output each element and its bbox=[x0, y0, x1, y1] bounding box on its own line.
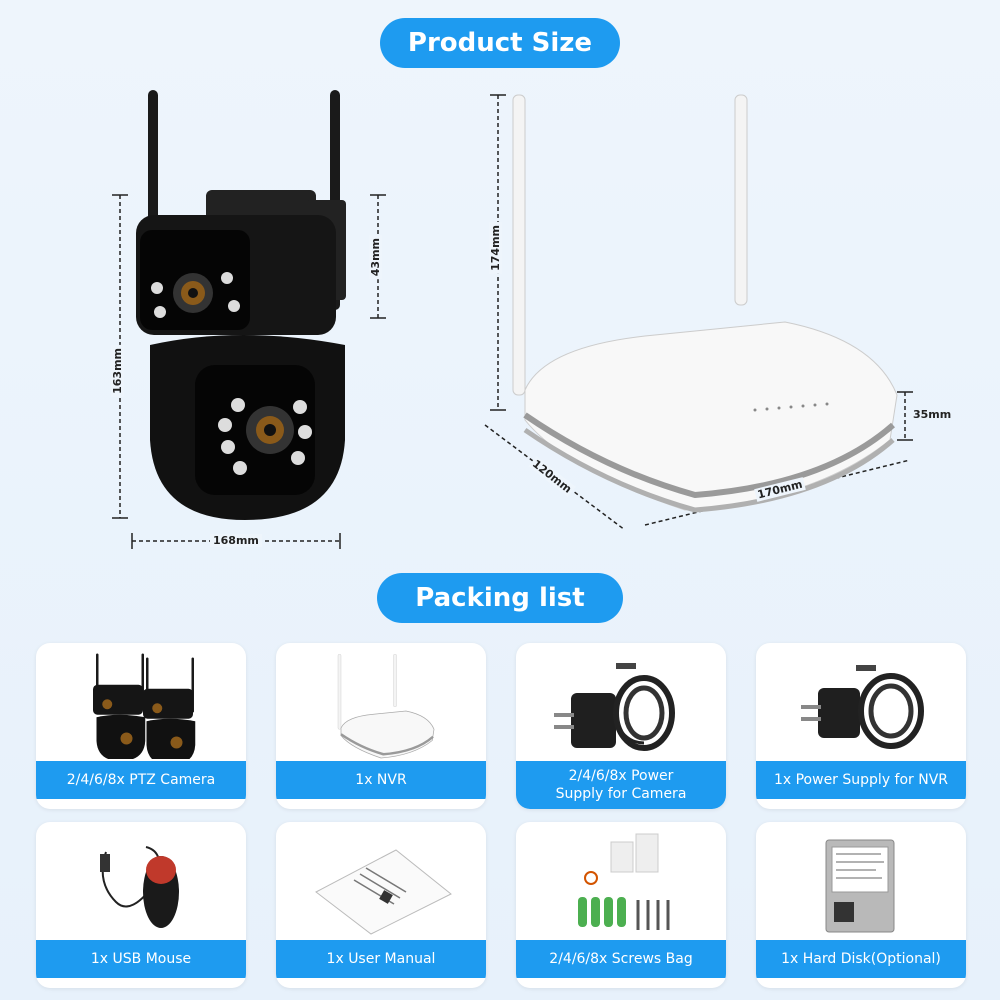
packing-item-nvr-power: 1x Power Supply for NVR bbox=[756, 643, 966, 809]
packing-item-label: 2/4/6/8x PTZ Camera bbox=[36, 761, 246, 799]
nvr-thickness-label: 35mm bbox=[913, 408, 952, 421]
usb-mouse-icon bbox=[100, 846, 179, 928]
camera-height-label: 163mm bbox=[111, 345, 124, 397]
packing-item-user-manual: 1x User Manual bbox=[276, 822, 486, 988]
packing-item-label: 1x NVR bbox=[276, 761, 486, 799]
packing-item-label: 1x Hard Disk(Optional) bbox=[756, 940, 966, 978]
screws-bag-icon bbox=[578, 833, 670, 930]
packing-item-label: 1x Power Supply for NVR bbox=[756, 761, 966, 799]
nvr-icon bbox=[337, 654, 435, 759]
camera-width-label: 168mm bbox=[210, 534, 262, 547]
nvr-image bbox=[512, 94, 898, 513]
packing-item-screws: 2/4/6/8x Screws Bag bbox=[516, 822, 726, 988]
packing-item-label: 2/4/6/8x Power Supply for Camera bbox=[516, 761, 726, 809]
hard-disk-icon bbox=[825, 839, 895, 933]
camera-upper-height-label: 43mm bbox=[369, 235, 382, 280]
packing-item-hard-disk: 1x Hard Disk(Optional) bbox=[756, 822, 966, 988]
packing-list-heading: Packing list bbox=[377, 573, 623, 623]
packing-item-nvr: 1x NVR bbox=[276, 643, 486, 809]
ptz-camera-icon bbox=[93, 653, 196, 759]
nvr-height-label: 174mm bbox=[489, 222, 502, 274]
packing-item-label: 2/4/6/8x Screws Bag bbox=[516, 940, 726, 978]
product-size-heading: Product Size bbox=[380, 18, 620, 68]
power-adapter-icon bbox=[554, 663, 675, 751]
packing-item-label: 1x USB Mouse bbox=[36, 940, 246, 978]
ptz-camera-image bbox=[136, 90, 346, 520]
power-adapter-icon bbox=[801, 665, 924, 749]
packing-item-label: 1x User Manual bbox=[276, 940, 486, 978]
packing-item-camera-power: 2/4/6/8x Power Supply for Camera bbox=[516, 643, 726, 809]
user-manual-icon bbox=[315, 849, 452, 935]
packing-item-usb-mouse: 1x USB Mouse bbox=[36, 822, 246, 988]
packing-item-ptz-camera: 2/4/6/8x PTZ Camera bbox=[36, 643, 246, 809]
